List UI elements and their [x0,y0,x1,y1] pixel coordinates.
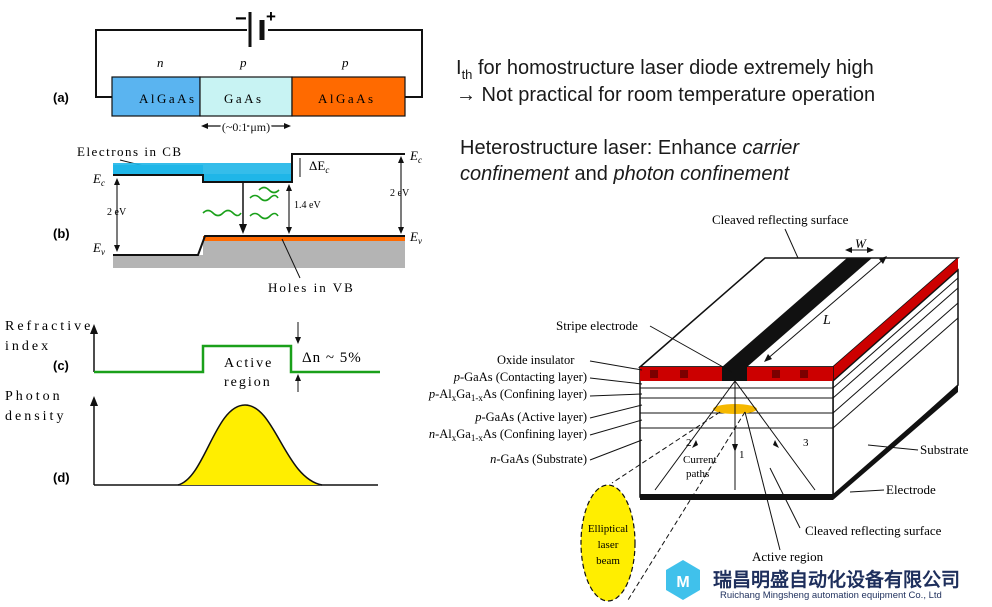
note-line-2: → Not practical for room temperature ope… [456,84,876,106]
type-n: n [157,55,164,70]
layer-label-pconfine: p-AlxGa1-xAs (Confining layer) [428,387,587,403]
paths-label: paths [686,468,709,480]
oxide-side-strip [833,258,958,381]
active-region-label: Active region [752,549,824,564]
beam-label-2: laser [598,539,619,551]
refractive-label-2: index [5,339,51,354]
l-label: L [822,313,831,328]
layer-label-3: AlGaAs [318,91,376,106]
refractive-label-1: Refractive [5,319,93,334]
battery-plus: + [266,7,276,26]
cleaved-top-label: Cleaved reflecting surface [712,212,849,227]
gap-right-label: 2 eV [390,188,410,199]
type-p-2: p [341,55,349,70]
svg-text:M: M [676,574,689,591]
photon-wave-3 [249,212,279,220]
type-p-1: p [239,55,247,70]
photon-wave-2 [249,194,279,202]
vb-holes [203,236,405,241]
panel-c: Refractive index Active region Δn ~ 5% (… [5,319,380,392]
tag-d: (d) [53,470,70,485]
vb-fill [113,240,405,268]
cb-electrons-well [203,174,292,182]
elliptical-beam [580,484,636,602]
watermark-en: Ruichang Mingsheng automation equipment … [720,590,942,601]
bottom-electrode-front [640,494,833,500]
stripe-electrode-front [722,367,747,381]
layer-label-1: AlGaAs [139,91,197,106]
device-front-face [639,366,834,498]
layer-label-2: GaAs [224,91,264,106]
refractive-index-curve [94,344,380,374]
cleaved-bottom-label: Cleaved reflecting surface [805,523,942,538]
watermark-logo: M [666,560,700,600]
substrate-label: Substrate [920,442,969,457]
path-num-2: 2 [686,437,692,449]
delta-ec: ΔEc [309,158,329,175]
gap-mid-label: 1.4 eV [294,200,321,211]
holes-label: Holes in VB [268,280,355,295]
panel-b: Electrons in CB Ec Ev Ec Ev ΔEc 2 eV 1.4… [53,144,422,295]
bottom-electrode-side [833,385,958,500]
layer-p-algaas [291,76,406,117]
cb-electrons-left [113,165,203,175]
layer-label-nconfine: n-AlxGa1-xAs (Confining layer) [429,427,587,443]
active-width-label: (~0.1 μm) [222,120,270,134]
layer-label-active: p-GaAs (Active layer) [474,410,587,424]
layer-label-substrate: n-GaAs (Substrate) [490,452,587,466]
ev-right: Ev [409,229,422,246]
ec-left: Ec [92,171,105,188]
electrode-label: Electrode [886,482,936,497]
laser-device: 1 2 3 Current paths W L Elliptical laser… [428,212,969,602]
note-line-4: confinement and photon confinement [460,163,790,185]
electrons-label: Electrons in CB [77,144,183,159]
photon-label-1: Photon [5,389,63,404]
panel-a: − + AlGaAs GaAs AlGaAs n p p (a) (~0.1 μ… [53,7,423,136]
stripe-electrode-top [722,258,872,367]
path-num-3: 3 [803,437,809,449]
battery-minus: − [235,8,247,30]
conduction-band-edge [113,153,405,183]
current-label: Current [683,454,717,466]
tag-a: (a) [53,90,69,105]
photon-density-curve [177,404,323,486]
tag-c: (c) [53,358,69,373]
note-line-3: Heterostructure laser: Enhance carrier [460,137,800,159]
photon-wave-1 [202,209,242,217]
layer-label-contact: p-GaAs (Contacting layer) [453,370,587,384]
ec-right: Ec [409,148,422,165]
layer-n-algaas [111,76,201,117]
photon-label-2: density [5,409,66,424]
oxide-label: Oxide insulator [497,353,575,367]
note-line-1: Ith for homostructure laser diode extrem… [456,57,874,82]
valence-band-edge [113,235,405,256]
active-label-2: region [224,375,272,390]
photon-wave-4 [258,186,280,194]
gap-left-label: 2 eV [107,207,127,218]
beam-label-1: Elliptical [588,523,628,535]
delta-n-label: Δn ~ 5% [302,350,362,366]
path-num-1: 1 [739,449,745,461]
tag-b: (b) [53,226,70,241]
beam-label-3: beam [596,555,620,567]
stripe-label: Stripe electrode [556,318,638,333]
active-label-1: Active [224,356,273,371]
panel-d: Photon density (d) [5,389,378,486]
w-label: W [855,236,867,251]
watermark-cn: 瑞昌明盛自动化设备有限公司 [713,569,961,591]
ev-left: Ev [92,240,105,257]
